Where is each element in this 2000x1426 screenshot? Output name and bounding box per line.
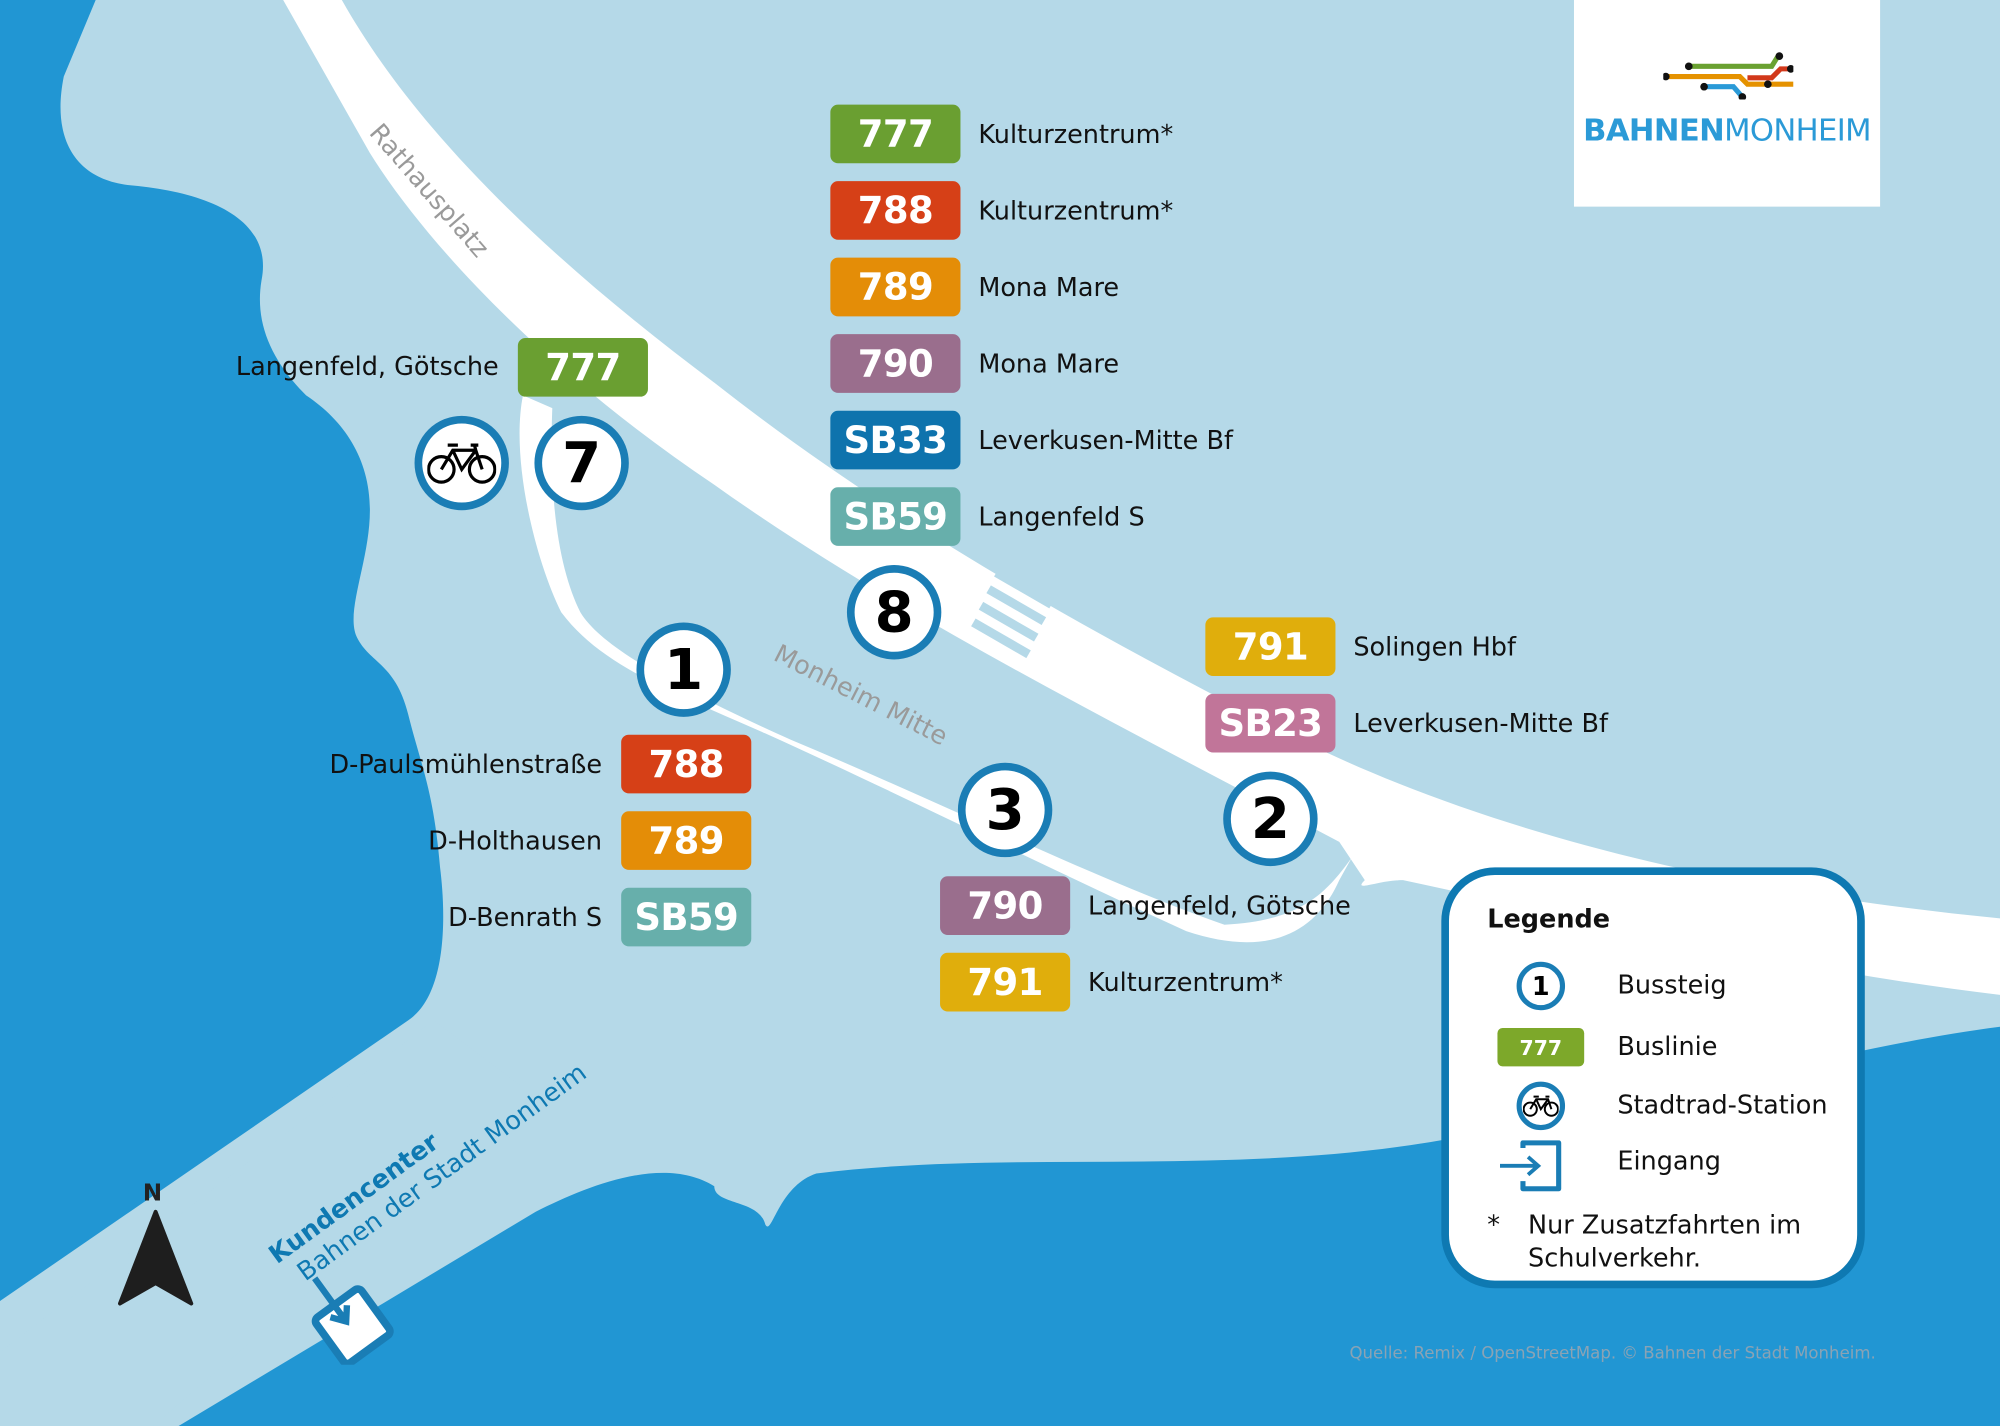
footnote-line-2: Schulverkehr. [1528, 1242, 1701, 1273]
crosswalk [971, 568, 1054, 659]
line-badge-788[interactable]: 788 [830, 181, 961, 240]
line-badge-791[interactable]: 791 [940, 952, 1071, 1012]
line-badge-777[interactable]: 777 [517, 338, 648, 397]
line-badge-sb33[interactable]: SB33 [830, 410, 961, 470]
bus-stop-3[interactable]: 3 [957, 762, 1053, 858]
bicycle-icon [427, 443, 497, 484]
line-badge-sb59[interactable]: SB59 [830, 487, 961, 546]
footnote-line-1: Nur Zusatzfahrten im [1528, 1209, 1802, 1240]
legend-item-stadtrad: Stadtrad-Station [1449, 1081, 1857, 1133]
logo-wordmark: BAHNENMONHEIM [1574, 112, 1880, 148]
logo-lines-icon [1663, 52, 1794, 100]
destination-label: Kulturzentrum* [978, 195, 1174, 226]
destination-label: D-Paulsmühlenstraße [329, 748, 603, 780]
destination-label: Kulturzentrum* [1088, 966, 1283, 998]
destination-label: Leverkusen-Mitte Bf [978, 424, 1233, 456]
line-badge-790[interactable]: 790 [830, 334, 961, 393]
legend-label: Buslinie [1617, 1030, 1718, 1062]
line-badge-789[interactable]: 789 [621, 811, 752, 870]
legend-label: Bussteig [1617, 969, 1727, 1000]
legend-title: Legende [1487, 903, 1611, 934]
bike-station[interactable] [414, 415, 509, 511]
line-badge-789[interactable]: 789 [830, 257, 961, 317]
logo-brand-bold: BAHNEN [1583, 112, 1725, 148]
entrance-icon [1499, 1140, 1562, 1192]
destination-label: D-Benrath S [448, 901, 603, 933]
bus-stop-2[interactable]: 2 [1223, 771, 1318, 867]
legend-item-eingang: Eingang [1449, 1138, 1857, 1192]
line-badge-790[interactable]: 790 [940, 876, 1071, 935]
destination-label: Langenfeld, Götsche [235, 350, 499, 382]
destination-label: Langenfeld S [978, 501, 1145, 532]
bus-stop-7[interactable]: 7 [534, 415, 629, 511]
destination-label: Leverkusen-Mitte Bf [1353, 707, 1608, 739]
bus-stop-8[interactable]: 8 [846, 565, 942, 660]
legend-label: Stadtrad-Station [1617, 1089, 1828, 1120]
legend-label: Eingang [1617, 1145, 1721, 1177]
destination-label: Solingen Hbf [1353, 631, 1516, 662]
legend-item-buslinie: 777 Buslinie [1449, 1023, 1857, 1074]
destination-label: Kulturzentrum* [978, 118, 1174, 150]
destination-label: Langenfeld, Götsche [1088, 890, 1351, 921]
legend-panel: Legende 1 Bussteig 777 Buslinie Stadtrad… [1441, 867, 1865, 1289]
kundencenter-entrance-icon[interactable] [304, 1263, 406, 1365]
destination-label: Mona Mare [978, 348, 1120, 379]
line-badge-sb23[interactable]: SB23 [1205, 693, 1336, 753]
bus-stop-1[interactable]: 1 [636, 622, 731, 717]
logo-brand-light: MONHEIM [1724, 112, 1871, 148]
bicycle-icon [1522, 1095, 1559, 1117]
destination-label: D-Holthausen [428, 825, 603, 856]
compass-north-label: N [142, 1179, 163, 1207]
line-symbol-icon: 777 [1497, 1028, 1585, 1067]
logo: BAHNENMONHEIM [1573, 0, 1881, 207]
line-badge-sb59[interactable]: SB59 [621, 887, 752, 947]
line-badge-791[interactable]: 791 [1205, 617, 1336, 677]
north-arrow-icon [117, 1209, 194, 1306]
legend-item-bussteig: 1 Bussteig [1449, 961, 1857, 1013]
source-credit: Quelle: Remix / OpenStreetMap. © Bahnen … [1349, 1344, 1876, 1364]
footnote-marker: * [1487, 1209, 1500, 1240]
destination-label: Mona Mare [978, 271, 1120, 303]
bike-station-symbol [1516, 1081, 1566, 1131]
line-badge-788[interactable]: 788 [621, 734, 752, 794]
stop-symbol-icon: 1 [1516, 961, 1566, 1011]
line-badge-777[interactable]: 777 [830, 104, 961, 164]
